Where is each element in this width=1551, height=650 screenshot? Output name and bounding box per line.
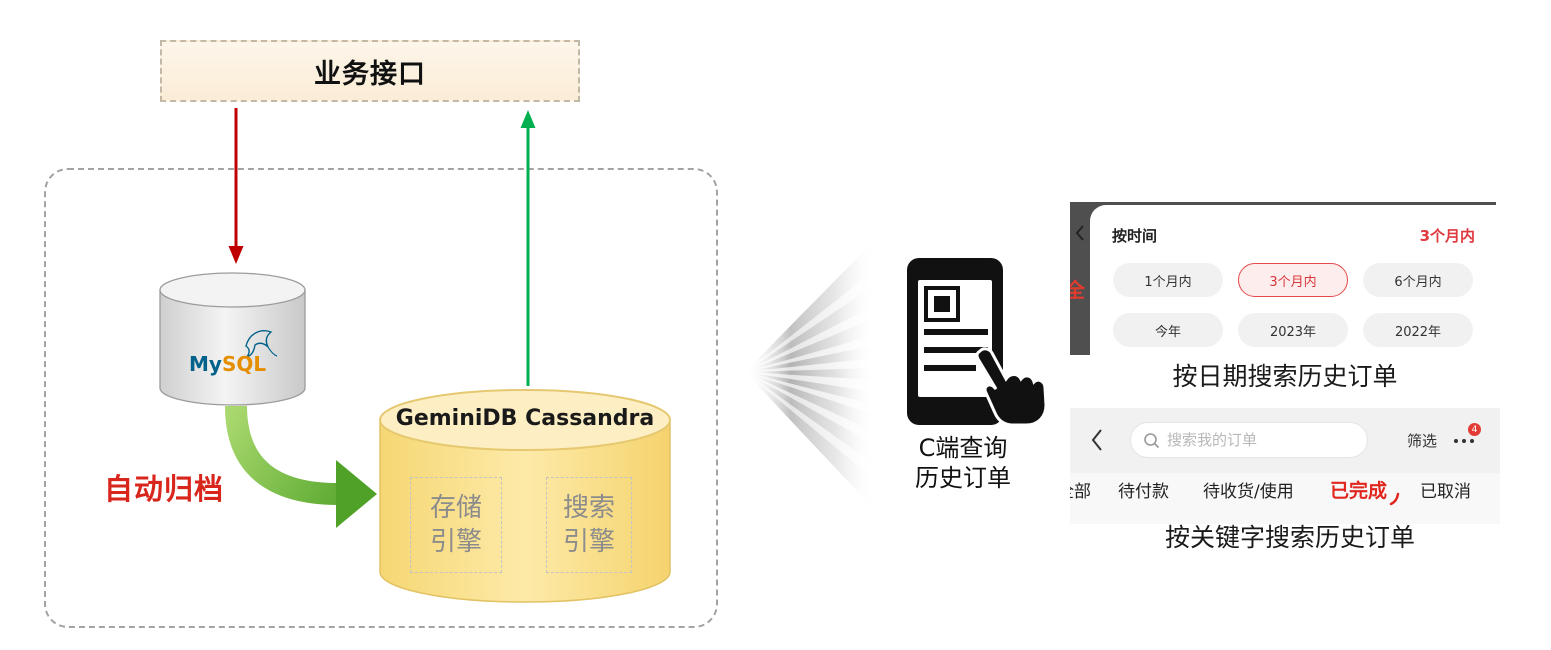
response-arrow bbox=[520, 110, 536, 386]
client-query-line2: 历史订单 bbox=[915, 464, 1011, 492]
date-option-3-months[interactable]: 3个月内 bbox=[1238, 263, 1348, 297]
background-tab-fragment: 全 bbox=[1070, 278, 1085, 302]
search-engine-line2: 引擎 bbox=[562, 527, 615, 557]
architecture-diagram: MySQL bbox=[159, 108, 671, 603]
more-dots-icon[interactable] bbox=[1453, 437, 1477, 445]
date-option-this-year[interactable]: 今年 bbox=[1113, 313, 1223, 347]
mysql-logo-text: MySQL bbox=[189, 352, 266, 376]
tab-completed[interactable]: 已完成 bbox=[1330, 480, 1388, 502]
date-option-2022[interactable]: 2022年 bbox=[1363, 313, 1473, 347]
date-search-caption: 按日期搜索历史订单 bbox=[1172, 362, 1398, 391]
tab-pending-payment[interactable]: 待付款 bbox=[1118, 482, 1169, 502]
search-engine-line1: 搜索 bbox=[562, 493, 615, 523]
business-api-box: 业务接口 bbox=[160, 40, 580, 102]
geminidb-title: GeminiDB Cassandra bbox=[395, 406, 655, 431]
keyword-search-screenshot: 筛选 4 全部 待付款 待收货/使用 已完成 已取消 bbox=[1070, 408, 1500, 524]
auto-archive-arrow bbox=[225, 405, 377, 528]
date-filter-current: 3个月内 bbox=[1419, 227, 1475, 245]
message-badge: 4 bbox=[1468, 423, 1481, 436]
database-domain-boundary bbox=[44, 168, 718, 628]
mysql-database-icon: MySQL bbox=[159, 272, 306, 406]
date-option-6-months[interactable]: 6个月内 bbox=[1363, 263, 1473, 297]
date-filter-title: 按时间 bbox=[1112, 227, 1158, 245]
radiating-fan-decoration bbox=[745, 240, 875, 510]
date-filter-panel: 按时间 3个月内 1个月内 3个月内 6个月内 今年 2023年 2022年 bbox=[1090, 205, 1496, 355]
storage-engine-box: 存储 引擎 bbox=[410, 477, 502, 573]
date-option-1-month[interactable]: 1个月内 bbox=[1113, 263, 1223, 297]
phone-touch-icon bbox=[907, 258, 1048, 427]
keyword-search-caption: 按关键字搜索历史订单 bbox=[1164, 523, 1415, 552]
geminidb-cassandra-cylinder bbox=[379, 389, 671, 603]
mysql-logo-sql: SQL bbox=[222, 352, 266, 376]
search-engine-box: 搜索 引擎 bbox=[546, 477, 632, 573]
mysql-dolphin-icon bbox=[245, 330, 278, 359]
order-search-box[interactable] bbox=[1130, 422, 1368, 458]
storage-engine-line1: 存储 bbox=[429, 493, 482, 523]
client-query-label: C端查询 历史订单 bbox=[900, 433, 1026, 493]
storage-engine-line2: 引擎 bbox=[429, 527, 482, 557]
chevron-left-icon[interactable] bbox=[1074, 224, 1086, 242]
tab-all[interactable]: 全部 bbox=[1070, 482, 1091, 502]
order-search-input[interactable] bbox=[1131, 423, 1367, 457]
date-filter-screenshot: 全 按时间 3个月内 1个月内 3个月内 6个月内 今年 2023年 2022年 bbox=[1070, 202, 1496, 355]
active-tab-indicator bbox=[1389, 492, 1400, 506]
back-chevron-icon[interactable] bbox=[1090, 428, 1104, 452]
client-query-line1: C端查询 bbox=[918, 434, 1008, 462]
tab-cancelled[interactable]: 已取消 bbox=[1420, 482, 1471, 502]
request-arrow bbox=[228, 108, 244, 264]
business-api-label: 业务接口 bbox=[314, 58, 426, 90]
filter-button[interactable]: 筛选 bbox=[1407, 432, 1438, 450]
tab-pending-receipt[interactable]: 待收货/使用 bbox=[1203, 482, 1294, 502]
auto-archive-label: 自动归档 bbox=[104, 472, 225, 506]
date-option-2023[interactable]: 2023年 bbox=[1238, 313, 1348, 347]
mysql-logo-my: My bbox=[189, 352, 222, 376]
